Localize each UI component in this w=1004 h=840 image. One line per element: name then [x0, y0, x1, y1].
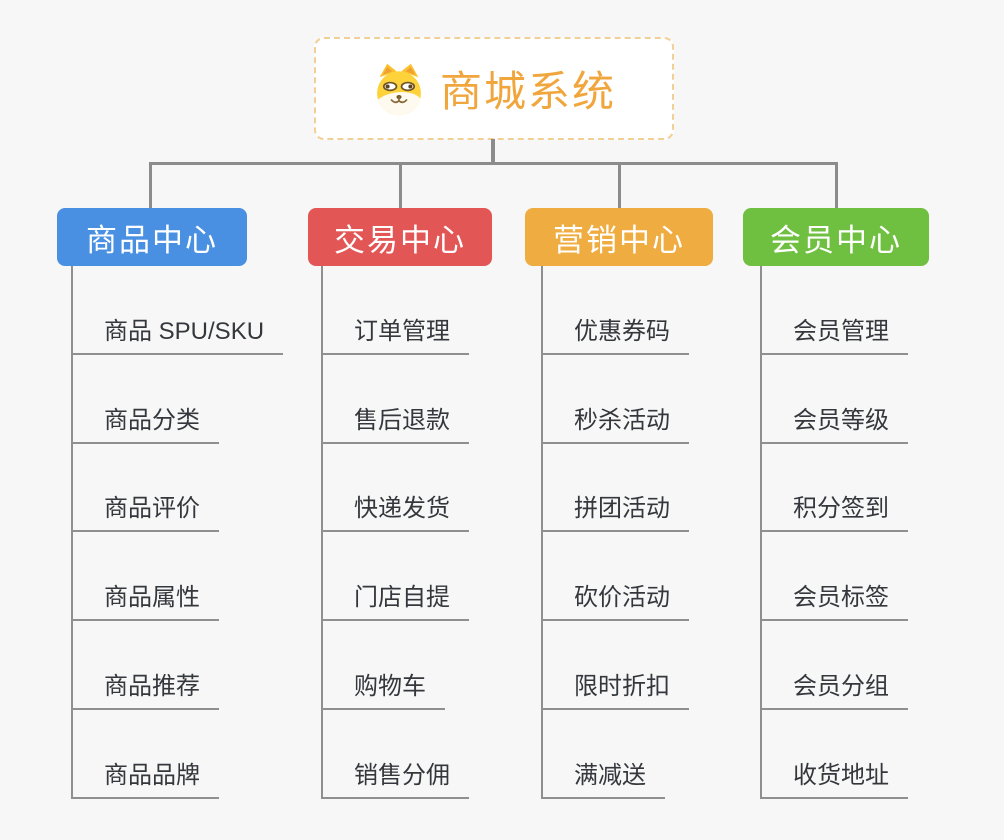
connector-drop-product: [149, 163, 152, 208]
connector-drop-trade: [399, 163, 402, 208]
branch-children-member-center: 会员管理 会员等级 积分签到 会员标签 会员分组 收货地址: [760, 266, 1004, 799]
branch-label: 交易中心: [334, 222, 466, 258]
child-topic[interactable]: 满减送: [541, 755, 665, 799]
connector-branch-line: [71, 266, 73, 799]
child-topic[interactable]: 会员等级: [760, 400, 908, 444]
child-topic[interactable]: 快递发货: [321, 488, 469, 533]
child-topic-row: 商品分类: [71, 355, 331, 444]
child-topic-row: 商品推荐: [71, 621, 331, 711]
child-topic[interactable]: 会员分组: [760, 666, 908, 711]
connector-drop-marketing: [618, 163, 621, 208]
child-topic[interactable]: 订单管理: [321, 311, 469, 355]
child-topic[interactable]: 商品分类: [71, 400, 219, 444]
child-topic[interactable]: 商品推荐: [71, 666, 219, 711]
child-topic[interactable]: 商品品牌: [71, 755, 219, 799]
branch-box-marketing-center[interactable]: 营销中心: [525, 208, 713, 266]
child-topic[interactable]: 限时折扣: [541, 666, 689, 711]
child-topic[interactable]: 拼团活动: [541, 488, 689, 533]
child-topic[interactable]: 会员管理: [760, 311, 908, 355]
child-topic-row: 会员等级: [760, 355, 1004, 444]
child-topic-row: 满减送: [541, 710, 801, 799]
child-topic[interactable]: 商品 SPU/SKU: [71, 311, 284, 355]
child-topic-row: 秒杀活动: [541, 355, 801, 444]
child-topic[interactable]: 商品评价: [71, 488, 219, 533]
child-topic[interactable]: 门店自提: [321, 577, 469, 622]
child-topic[interactable]: 砍价活动: [541, 577, 689, 622]
connector-branch-line: [321, 266, 323, 799]
child-topic-row: 收货地址: [760, 710, 1004, 799]
branch-children-product-center: 商品 SPU/SKU 商品分类 商品评价 商品属性 商品推荐 商品品牌: [71, 266, 331, 799]
child-topic-row: 销售分佣: [321, 710, 581, 799]
child-topic-row: 商品属性: [71, 532, 331, 622]
child-topic-row: 积分签到: [760, 444, 1004, 533]
branch-box-trade-center[interactable]: 交易中心: [308, 208, 492, 266]
root-node[interactable]: 商城系统: [314, 37, 674, 140]
child-topic[interactable]: 售后退款: [321, 400, 469, 444]
child-topic-row: 商品评价: [71, 444, 331, 533]
child-topic-row: 商品品牌: [71, 710, 331, 799]
branch-label: 营销中心: [553, 222, 685, 258]
connector-branch-line: [760, 266, 762, 799]
branch-children-trade-center: 订单管理 售后退款 快递发货 门店自提 购物车 销售分佣: [321, 266, 581, 799]
child-topic-row: 门店自提: [321, 532, 581, 622]
child-topic[interactable]: 销售分佣: [321, 755, 469, 799]
child-topic-row: 会员分组: [760, 621, 1004, 711]
child-topic[interactable]: 购物车: [321, 666, 445, 711]
child-topic-row: 砍价活动: [541, 532, 801, 622]
child-topic-row: 优惠券码: [541, 266, 801, 355]
doge-icon: [372, 61, 426, 117]
branch-box-member-center[interactable]: 会员中心: [743, 208, 929, 266]
child-topic[interactable]: 收货地址: [760, 755, 908, 799]
connector-root-stub: [491, 139, 495, 165]
branch-label: 会员中心: [770, 222, 902, 258]
child-topic-row: 快递发货: [321, 444, 581, 533]
child-topic[interactable]: 积分签到: [760, 488, 908, 533]
child-topic-row: 商品 SPU/SKU: [71, 266, 331, 355]
child-topic[interactable]: 优惠券码: [541, 311, 689, 355]
child-topic-row: 售后退款: [321, 355, 581, 444]
child-topic[interactable]: 会员标签: [760, 577, 908, 622]
child-topic-row: 购物车: [321, 621, 581, 711]
connector-branch-line: [541, 266, 543, 799]
child-topic[interactable]: 秒杀活动: [541, 400, 689, 444]
branch-children-marketing-center: 优惠券码 秒杀活动 拼团活动 砍价活动 限时折扣 满减送: [541, 266, 801, 799]
child-topic-row: 会员管理: [760, 266, 1004, 355]
branch-label: 商品中心: [86, 222, 218, 258]
child-topic-row: 拼团活动: [541, 444, 801, 533]
child-topic-row: 会员标签: [760, 532, 1004, 622]
connector-drop-member: [835, 163, 838, 208]
child-topic[interactable]: 商品属性: [71, 577, 219, 622]
child-topic-row: 订单管理: [321, 266, 581, 355]
connector-horizontal-bar: [149, 162, 838, 165]
branch-box-product-center[interactable]: 商品中心: [57, 208, 247, 266]
child-topic-row: 限时折扣: [541, 621, 801, 711]
root-title: 商城系统: [439, 68, 616, 115]
